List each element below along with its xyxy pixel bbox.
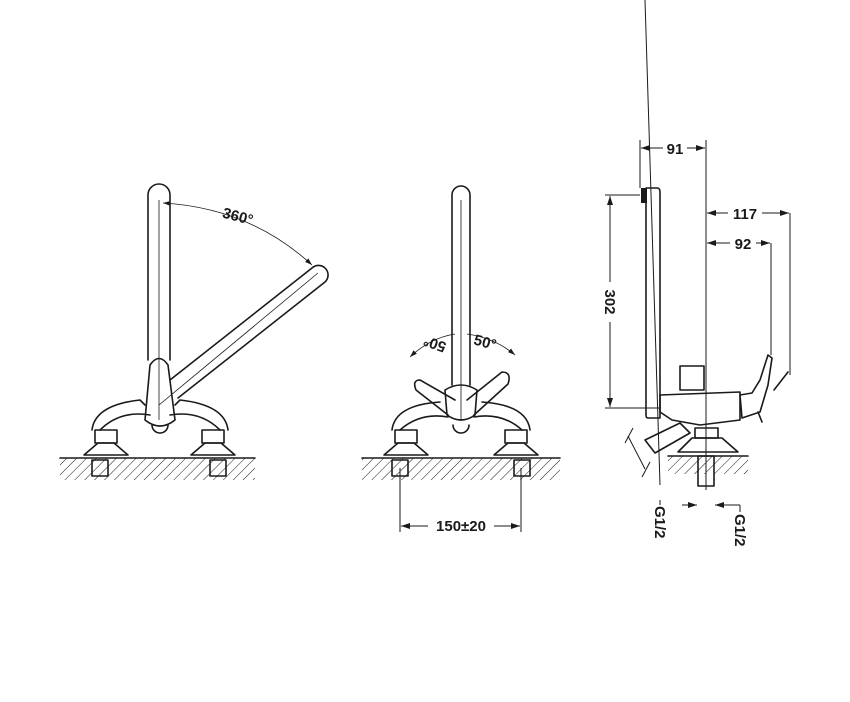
rotation-angle-label: 360°	[221, 205, 255, 229]
cartridge-cap	[679, 365, 705, 391]
right-angle-label: 50°	[472, 332, 498, 354]
spout	[451, 185, 471, 386]
spacing-label: 150±20	[436, 518, 486, 535]
lever-reach-label: 92	[735, 236, 752, 253]
spout-vertical	[147, 183, 171, 361]
side-inlet	[644, 422, 691, 454]
side-flange	[677, 437, 739, 453]
handle-right	[466, 371, 510, 416]
inlet-bottom-label: G1/2	[731, 514, 748, 547]
side-view: 91 117 92 302 G1/2 G1/2	[601, 0, 791, 547]
inlet-left-label: G1/2	[651, 506, 668, 539]
mixer-body	[659, 391, 741, 426]
faucet-body	[144, 357, 176, 427]
handle-left	[413, 379, 456, 416]
front-view: 50° 50° 150±20	[361, 185, 561, 535]
height-label: 302	[601, 289, 618, 314]
base-arch	[91, 399, 229, 431]
flange-left	[83, 442, 129, 456]
flange-right	[190, 442, 236, 456]
angle-arc-left	[409, 333, 456, 358]
projection-label: 91	[667, 141, 684, 158]
spout-rotated	[169, 264, 329, 399]
rotation-view: 360°	[59, 183, 329, 480]
angle-arc	[162, 201, 313, 266]
wall-spout	[645, 187, 661, 419]
spout-tip	[641, 188, 647, 203]
handle-reach-label: 117	[733, 206, 757, 223]
angle-arc-right	[466, 333, 516, 356]
left-angle-label: 50°	[421, 332, 448, 356]
